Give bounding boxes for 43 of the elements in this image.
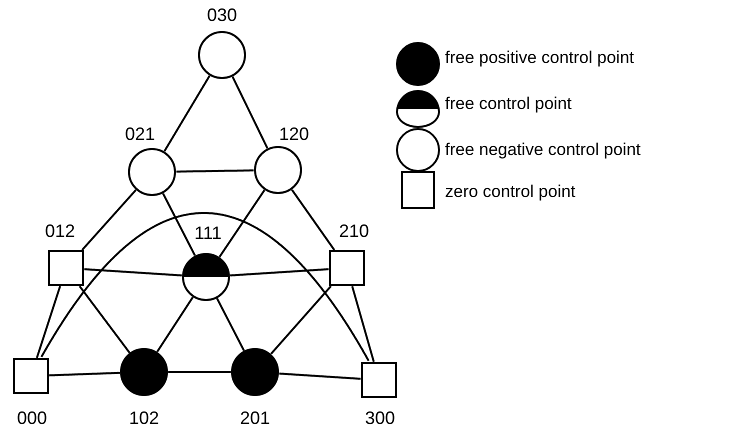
- point-index-label: 012: [44, 221, 76, 241]
- connector-line: [36, 285, 62, 359]
- connector-line: [232, 76, 268, 149]
- connector-line: [78, 286, 130, 354]
- point-index-label: 120: [278, 124, 310, 144]
- curve: [40, 212, 370, 362]
- connector-line: [278, 372, 362, 380]
- connector-line: [84, 268, 182, 276]
- connector-line: [48, 372, 121, 376]
- point-index-label: 111: [194, 223, 222, 243]
- connector-line: [162, 192, 196, 256]
- point-index-label: 201: [240, 408, 270, 428]
- point-index-label: 030: [206, 5, 238, 25]
- legend-text: free control point: [445, 94, 572, 114]
- connector-line: [176, 169, 254, 173]
- connector-line: [164, 75, 210, 152]
- connector-line: [81, 189, 137, 251]
- point-index-label: 021: [124, 124, 156, 144]
- filled-circle-control-point: [231, 348, 279, 396]
- connector-line: [291, 189, 336, 251]
- half-filled-circle-control-point: [182, 253, 230, 301]
- connector-line: [156, 296, 194, 353]
- circle-control-point: [198, 31, 246, 79]
- connector-line: [218, 189, 266, 258]
- legend-text: free negative control point: [445, 140, 641, 160]
- connector-line: [167, 371, 232, 373]
- point-index-label: 300: [364, 408, 396, 428]
- square-control-point: [329, 250, 365, 286]
- legend-text: zero control point: [445, 182, 576, 202]
- connector-line: [229, 268, 330, 276]
- circle-control-point: [128, 148, 176, 196]
- connector-line: [270, 286, 332, 354]
- legend-text: free positive control point: [445, 48, 634, 68]
- filled-circle-control-point: [120, 348, 168, 396]
- square-control-point: [48, 250, 84, 286]
- point-index-label: 210: [338, 221, 370, 241]
- square-control-point: [13, 358, 49, 394]
- connector-line: [351, 286, 375, 362]
- square-control-point: [361, 362, 397, 398]
- connector-line: [216, 298, 245, 352]
- circle-control-point: [254, 146, 302, 194]
- point-index-label: 102: [128, 408, 160, 428]
- point-index-label: 000: [16, 408, 48, 428]
